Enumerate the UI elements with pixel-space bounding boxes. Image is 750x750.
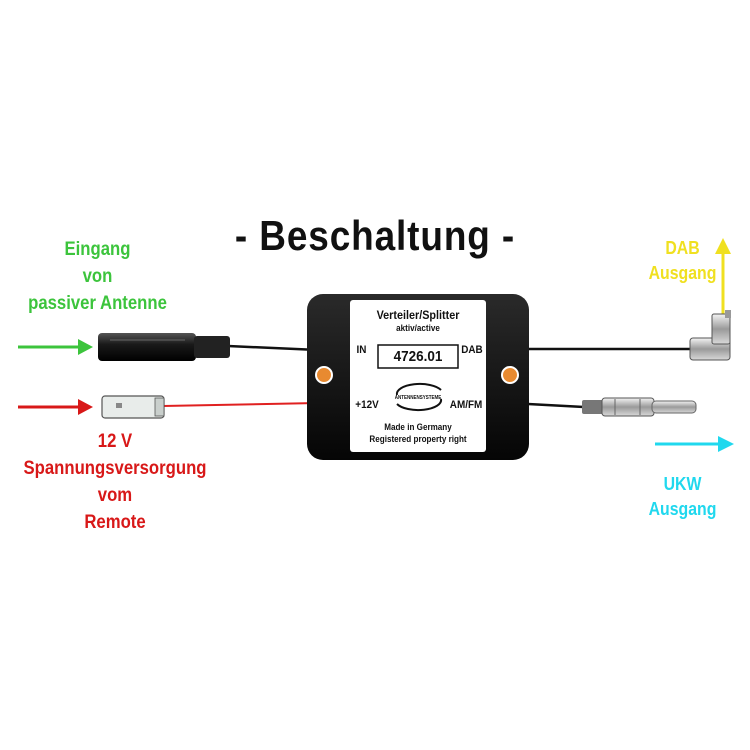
input-label-line-3: passiver Antenne [28,293,167,314]
registered-text: Registered property right [369,434,467,444]
dab-output-label: DAB Ausgang [628,236,738,286]
logo-text: ANTENNENSYSTEME [394,395,442,401]
device-name: Verteiler/Splitter [376,308,460,322]
input-label: Eingang von passiver Antenne [21,236,175,317]
port-dab-label: DAB [461,344,483,356]
port-amfm-label: AM/FM [449,399,483,411]
manufacturer-logo [395,382,443,412]
ukw-label-line-2: Ausgang [648,499,717,519]
ukw-output-label: UKW Ausgang [628,472,738,522]
right-mounting-hole [501,366,519,384]
input-label-line-2: von [82,266,113,287]
power-cable [162,402,319,407]
dab-label-line-2: Ausgang [648,263,717,283]
power-label-line-1: 12 V [97,431,133,452]
splitter-box [307,294,529,460]
made-in-text: Made in Germany [384,422,452,432]
device-subname: aktiv/active [396,323,440,333]
dab-connector [689,310,731,361]
ukw-arrow [655,436,734,452]
ukw-label-line-1: UKW [663,474,702,494]
power-plug [101,395,165,419]
input-connector [98,333,230,361]
model-number: 4726.01 [393,348,443,365]
left-mounting-hole [315,366,333,384]
input-arrow [18,339,93,355]
port-in-label: IN [356,344,367,356]
power-label-line-4: Remote [84,512,146,533]
power-label: 12 V Spannungsversorgung vom Remote [14,428,216,536]
input-cable [227,344,319,352]
dab-label-line-1: DAB [665,238,700,258]
input-label-line-1: Eingang [64,239,131,260]
diagram-title: - Beschaltung - [234,212,516,259]
amfm-cable [527,402,585,409]
amfm-din-plug [582,397,697,417]
power-label-line-3: vom [97,485,133,506]
power-arrow [18,399,93,415]
power-label-line-2: Spannungsversorgung [23,458,207,479]
port-12v-label: +12V [355,399,379,411]
